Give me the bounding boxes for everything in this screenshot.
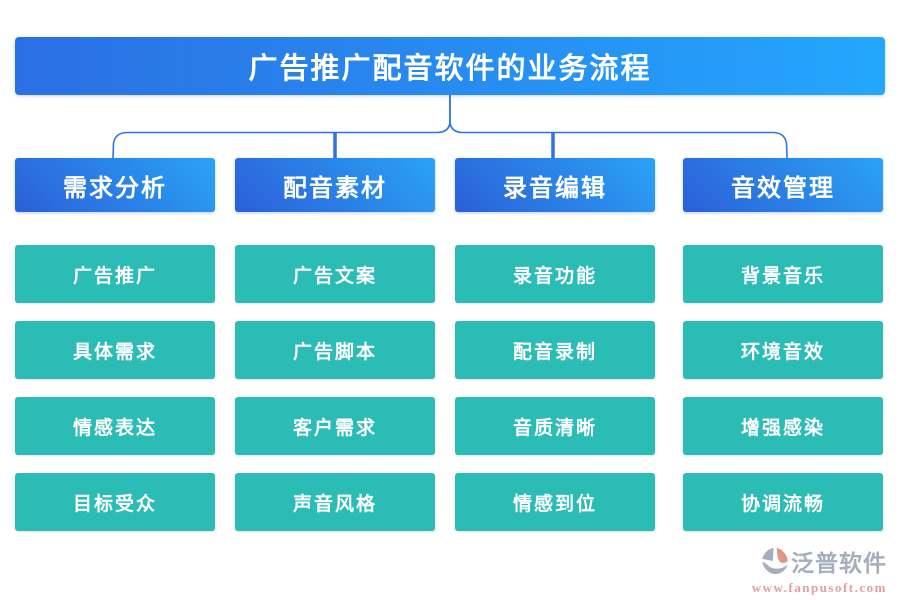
flow-node: 环境音效 <box>683 321 883 379</box>
diagram-title-banner: 广告推广配音软件的业务流程 <box>15 37 885 95</box>
flow-node: 声音风格 <box>235 473 435 531</box>
flow-node-label: 声音风格 <box>292 493 377 515</box>
vendor-url: www.fanpusoft.com <box>751 580 887 595</box>
flow-node-label: 录音功能 <box>512 265 597 287</box>
column-header: 配音素材 <box>235 158 435 212</box>
flow-node-label: 目标受众 <box>72 493 157 515</box>
flow-node: 具体需求 <box>15 321 215 379</box>
column-header: 需求分析 <box>15 158 215 212</box>
flow-node: 广告脚本 <box>235 321 435 379</box>
column-header: 音效管理 <box>683 158 883 212</box>
column-sound-effect-management: 音效管理 背景音乐 环境音效 增强感染 协调流畅 <box>683 158 883 531</box>
column-header-label: 配音素材 <box>283 175 387 202</box>
flow-node-label: 背景音乐 <box>740 265 825 287</box>
flow-node: 广告文案 <box>235 245 435 303</box>
flow-node-label: 广告脚本 <box>292 341 377 363</box>
flow-node: 音质清晰 <box>455 397 655 455</box>
column-dubbing-material: 配音素材 广告文案 广告脚本 客户需求 声音风格 <box>235 158 435 531</box>
column-header-label: 需求分析 <box>63 175 167 202</box>
flow-node-label: 情感表达 <box>72 417 157 439</box>
column-header: 录音编辑 <box>455 158 655 212</box>
flow-node-label: 具体需求 <box>72 341 157 363</box>
flow-node: 目标受众 <box>15 473 215 531</box>
flow-node: 配音录制 <box>455 321 655 379</box>
column-header-label: 音效管理 <box>731 175 835 202</box>
column-header-label: 录音编辑 <box>503 175 607 202</box>
flow-node-label: 增强感染 <box>740 417 825 439</box>
flow-node-label: 配音录制 <box>512 341 597 363</box>
column-requirement-analysis: 需求分析 广告推广 具体需求 情感表达 目标受众 <box>15 158 215 531</box>
diagram-title: 广告推广配音软件的业务流程 <box>248 53 652 85</box>
fanpu-swirl-icon <box>761 547 789 579</box>
flow-node: 增强感染 <box>683 397 883 455</box>
flow-node: 情感到位 <box>455 473 655 531</box>
flow-node-label: 客户需求 <box>292 417 377 439</box>
flow-node-label: 广告文案 <box>292 265 377 287</box>
flow-node-label: 协调流畅 <box>740 493 825 515</box>
flow-node: 广告推广 <box>15 245 215 303</box>
flow-node-label: 广告推广 <box>72 265 157 287</box>
flow-node-label: 情感到位 <box>512 493 597 515</box>
column-recording-editing: 录音编辑 录音功能 配音录制 音质清晰 情感到位 <box>455 158 655 531</box>
flow-node: 客户需求 <box>235 397 435 455</box>
flow-node-label: 音质清晰 <box>512 417 597 439</box>
flow-node: 背景音乐 <box>683 245 883 303</box>
flow-node-label: 环境音效 <box>740 341 825 363</box>
flow-node: 协调流畅 <box>683 473 883 531</box>
flow-node: 情感表达 <box>15 397 215 455</box>
vendor-watermark: 泛普软件 www.fanpusoft.com <box>737 547 887 594</box>
vendor-brand-name: 泛普软件 <box>791 550 887 576</box>
flow-node: 录音功能 <box>455 245 655 303</box>
